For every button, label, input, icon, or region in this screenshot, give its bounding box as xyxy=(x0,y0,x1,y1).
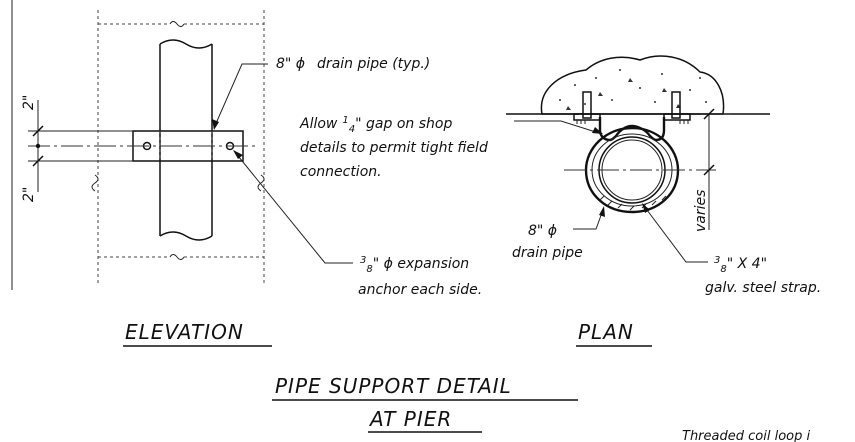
strap-flange xyxy=(573,113,601,121)
varies-label: varies xyxy=(693,190,709,232)
dim-2in-bottom: 2" xyxy=(21,187,37,202)
dim-dot xyxy=(35,143,41,149)
dim-tick xyxy=(32,155,44,167)
elevation-title: ELEVATION xyxy=(125,320,244,344)
dim-tick xyxy=(703,108,715,120)
concrete-pier xyxy=(540,55,725,115)
view-titles: ELEVATION PLAN xyxy=(123,320,652,347)
detail-title-line1: PIPE SUPPORT DETAIL xyxy=(275,374,512,398)
dim-2in-top: 2" xyxy=(21,95,37,110)
strap-label-line2: galv. steel strap. xyxy=(705,280,821,296)
nut-marks xyxy=(576,120,689,124)
leader-arrow xyxy=(642,203,650,213)
gap-label-line3: connection. xyxy=(300,164,382,180)
break-mark xyxy=(169,21,185,27)
steel-strap-loop xyxy=(584,126,680,214)
break-mark xyxy=(91,174,99,192)
leader-arrow xyxy=(212,119,219,130)
anchor-label-line1: 38" ϕ expansion xyxy=(360,255,469,275)
pipe-label-line2: drain pipe xyxy=(512,245,583,261)
leader-anchor xyxy=(233,150,353,264)
leader-gap xyxy=(514,120,603,135)
plan-title: PLAN xyxy=(578,320,634,344)
pipe-break-bottom xyxy=(159,231,213,241)
leader-drain-pipe xyxy=(213,63,268,129)
detail-title-line2: AT PIER xyxy=(368,407,452,431)
detail-title: PIPE SUPPORT DETAIL AT PIER xyxy=(272,374,578,433)
dim-tick xyxy=(32,125,44,137)
concrete-stipple xyxy=(559,69,707,110)
dim-tick xyxy=(703,164,715,176)
strap-flange xyxy=(663,113,691,121)
pipe-break-top xyxy=(159,39,213,49)
anchor-label-line2: anchor each side. xyxy=(358,282,482,298)
break-mark xyxy=(257,174,265,192)
partial-note: Threaded coil loop i xyxy=(682,429,810,442)
pipe-label-line1: 8" ϕ xyxy=(528,223,557,239)
anchor-bolt xyxy=(671,91,681,119)
leader-pipe xyxy=(573,209,604,230)
leader-arrow xyxy=(592,127,603,134)
anchor-bolt xyxy=(582,91,592,119)
break-mark xyxy=(169,254,185,260)
leader-strap xyxy=(643,205,708,263)
leader-arrow xyxy=(599,206,605,217)
strap-hatch xyxy=(599,195,667,211)
gap-label-line2: details to permit tight field xyxy=(300,140,488,156)
leader-arrow xyxy=(233,150,243,159)
strap-label-line1: 38" X 4" xyxy=(714,255,767,275)
steel-strap-loop-inner xyxy=(591,133,673,207)
